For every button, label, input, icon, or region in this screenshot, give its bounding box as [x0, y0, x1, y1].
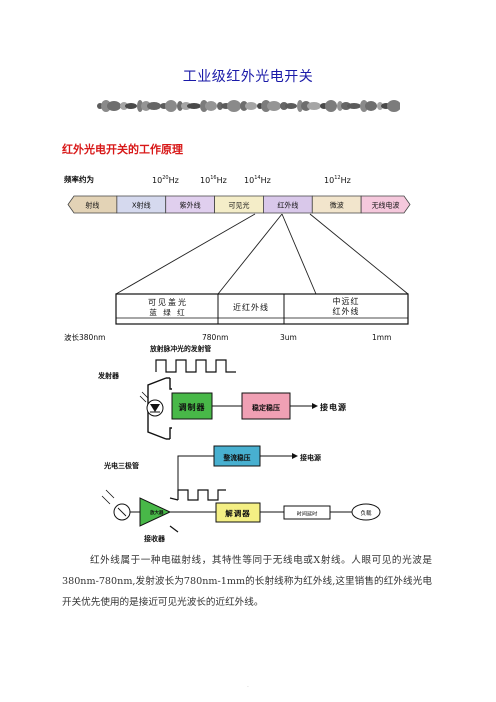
decorative-pebble-divider [97, 100, 400, 112]
freq-label: 频率约为 [64, 174, 94, 184]
freq-4: 1012Hz [324, 175, 351, 185]
regulator-top-block [241, 392, 291, 420]
pebble [120, 102, 128, 110]
pebble [285, 103, 297, 109]
modulator-block [171, 392, 213, 420]
svg-text:1020Hz: 1020Hz [152, 175, 179, 185]
pebble [227, 100, 241, 112]
freq-2: 1016Hz [200, 175, 227, 185]
pebble [360, 100, 368, 112]
pebble [187, 103, 201, 109]
pebble [177, 101, 183, 111]
led-icon [139, 391, 164, 417]
demodulator-label: 解调器 [225, 508, 251, 518]
visible-light-colors: 蓝 绿 红 [149, 307, 186, 317]
pebble [217, 102, 223, 110]
pebble [347, 103, 361, 109]
pebble [365, 101, 377, 111]
visible-light-title: 可见盖光 [148, 297, 188, 307]
power-mid-label: 接电源 [300, 453, 321, 462]
wavelength-780: 780nm [202, 333, 228, 342]
pebble [307, 102, 321, 110]
receiver-label: 接收器 [144, 534, 166, 543]
spectrum-band: 射线 X射线 紫外线 可见光 红外线 微波 无线电波 [67, 195, 411, 214]
spectrum-band-label-6: 无线电波 [372, 201, 400, 210]
section-heading: 红外光电开关的工作原理 [62, 143, 183, 156]
regulator-top-label: 稳定稳压 [252, 403, 280, 412]
spectrum-band-label-2: 紫外线 [180, 201, 201, 210]
power-top-label: 接电源 [320, 402, 347, 412]
svg-text:1014Hz: 1014Hz [244, 175, 271, 185]
amplifier-block [139, 497, 172, 527]
amplifier-label: 放大器 [149, 509, 164, 516]
output-label: 负载 [360, 509, 372, 517]
pebble [297, 100, 303, 112]
pebble [325, 100, 337, 112]
pebble [341, 102, 351, 110]
pebble [141, 101, 151, 111]
pebble [240, 101, 248, 111]
pebble [387, 100, 400, 112]
modulator-label: 调制器 [179, 402, 206, 412]
freq-3: 1014Hz [244, 175, 271, 185]
near-ir-label: 近红外线 [233, 302, 269, 312]
mid-ir-label-1: 中远红 [333, 296, 360, 306]
pebble [245, 102, 257, 110]
photoelectric-circuit-diagram: 放射脉冲光的发射管 发射器 调制器 稳定稳压 接电源 光电三极管 整流 [97, 344, 381, 543]
wavelength-3um: 3um [280, 333, 297, 342]
pebble [107, 101, 121, 111]
pebble [165, 100, 177, 112]
footer-mark: · [247, 684, 249, 691]
spectrum-band-6 [360, 195, 411, 214]
spectrum-band-label-0: 射线 [85, 201, 99, 210]
body-paragraph: 红外线属于一种电磁射线，其特性等同于无线电或X射线。人眼可见的光波是380nm-… [62, 555, 432, 608]
svg-text:1016Hz: 1016Hz [200, 175, 227, 185]
wavelength-prefix: 波长 [64, 332, 79, 342]
pebble [301, 101, 311, 111]
spectrum-band-label-1: X射线 [132, 201, 151, 210]
pebble [147, 102, 161, 110]
pebble [181, 102, 191, 110]
pulse-emitter-label: 放射脉冲光的发射管 [149, 344, 211, 353]
pebble [267, 101, 281, 111]
wavelength-380: 380nm [79, 333, 105, 342]
photodiode-icon [101, 489, 131, 521]
pebble [125, 103, 137, 109]
regulator-mid-label: 整流稳压 [222, 453, 250, 462]
mid-ir-label-2: 红外线 [333, 306, 360, 316]
spectrum-band-label-3: 可见光 [229, 201, 250, 210]
spectrum-diagram: 频率约为 1020Hz 1016Hz 1014Hz 1012Hz 射线 X射线 紫外… [64, 174, 411, 342]
svg-text:1012Hz: 1012Hz [324, 175, 351, 185]
page-title: 工业级红外光电开关 [182, 69, 314, 85]
pebble [200, 100, 208, 112]
spectrum-band-label-4: 红外线 [277, 201, 298, 210]
emitter-label: 发射器 [97, 371, 120, 380]
svg-text:波长380nm: 波长380nm [64, 332, 105, 342]
output-load-block [351, 503, 381, 521]
pebble [205, 101, 217, 111]
pebble [377, 102, 383, 110]
timer-label: 时间延时 [297, 510, 318, 518]
phototransistor-label: 光电三极管 [103, 461, 139, 470]
pulse-waveform-top [155, 359, 236, 373]
pulse-waveform-bottom [177, 489, 226, 501]
pebble [337, 101, 343, 111]
freq-1: 1020Hz [152, 175, 179, 185]
pebble [137, 100, 143, 112]
spectrum-band-label-5: 微波 [330, 201, 344, 210]
pebble [280, 102, 288, 110]
spectrum-band-0 [67, 195, 118, 214]
wavelength-1mm: 1mm [372, 333, 391, 342]
